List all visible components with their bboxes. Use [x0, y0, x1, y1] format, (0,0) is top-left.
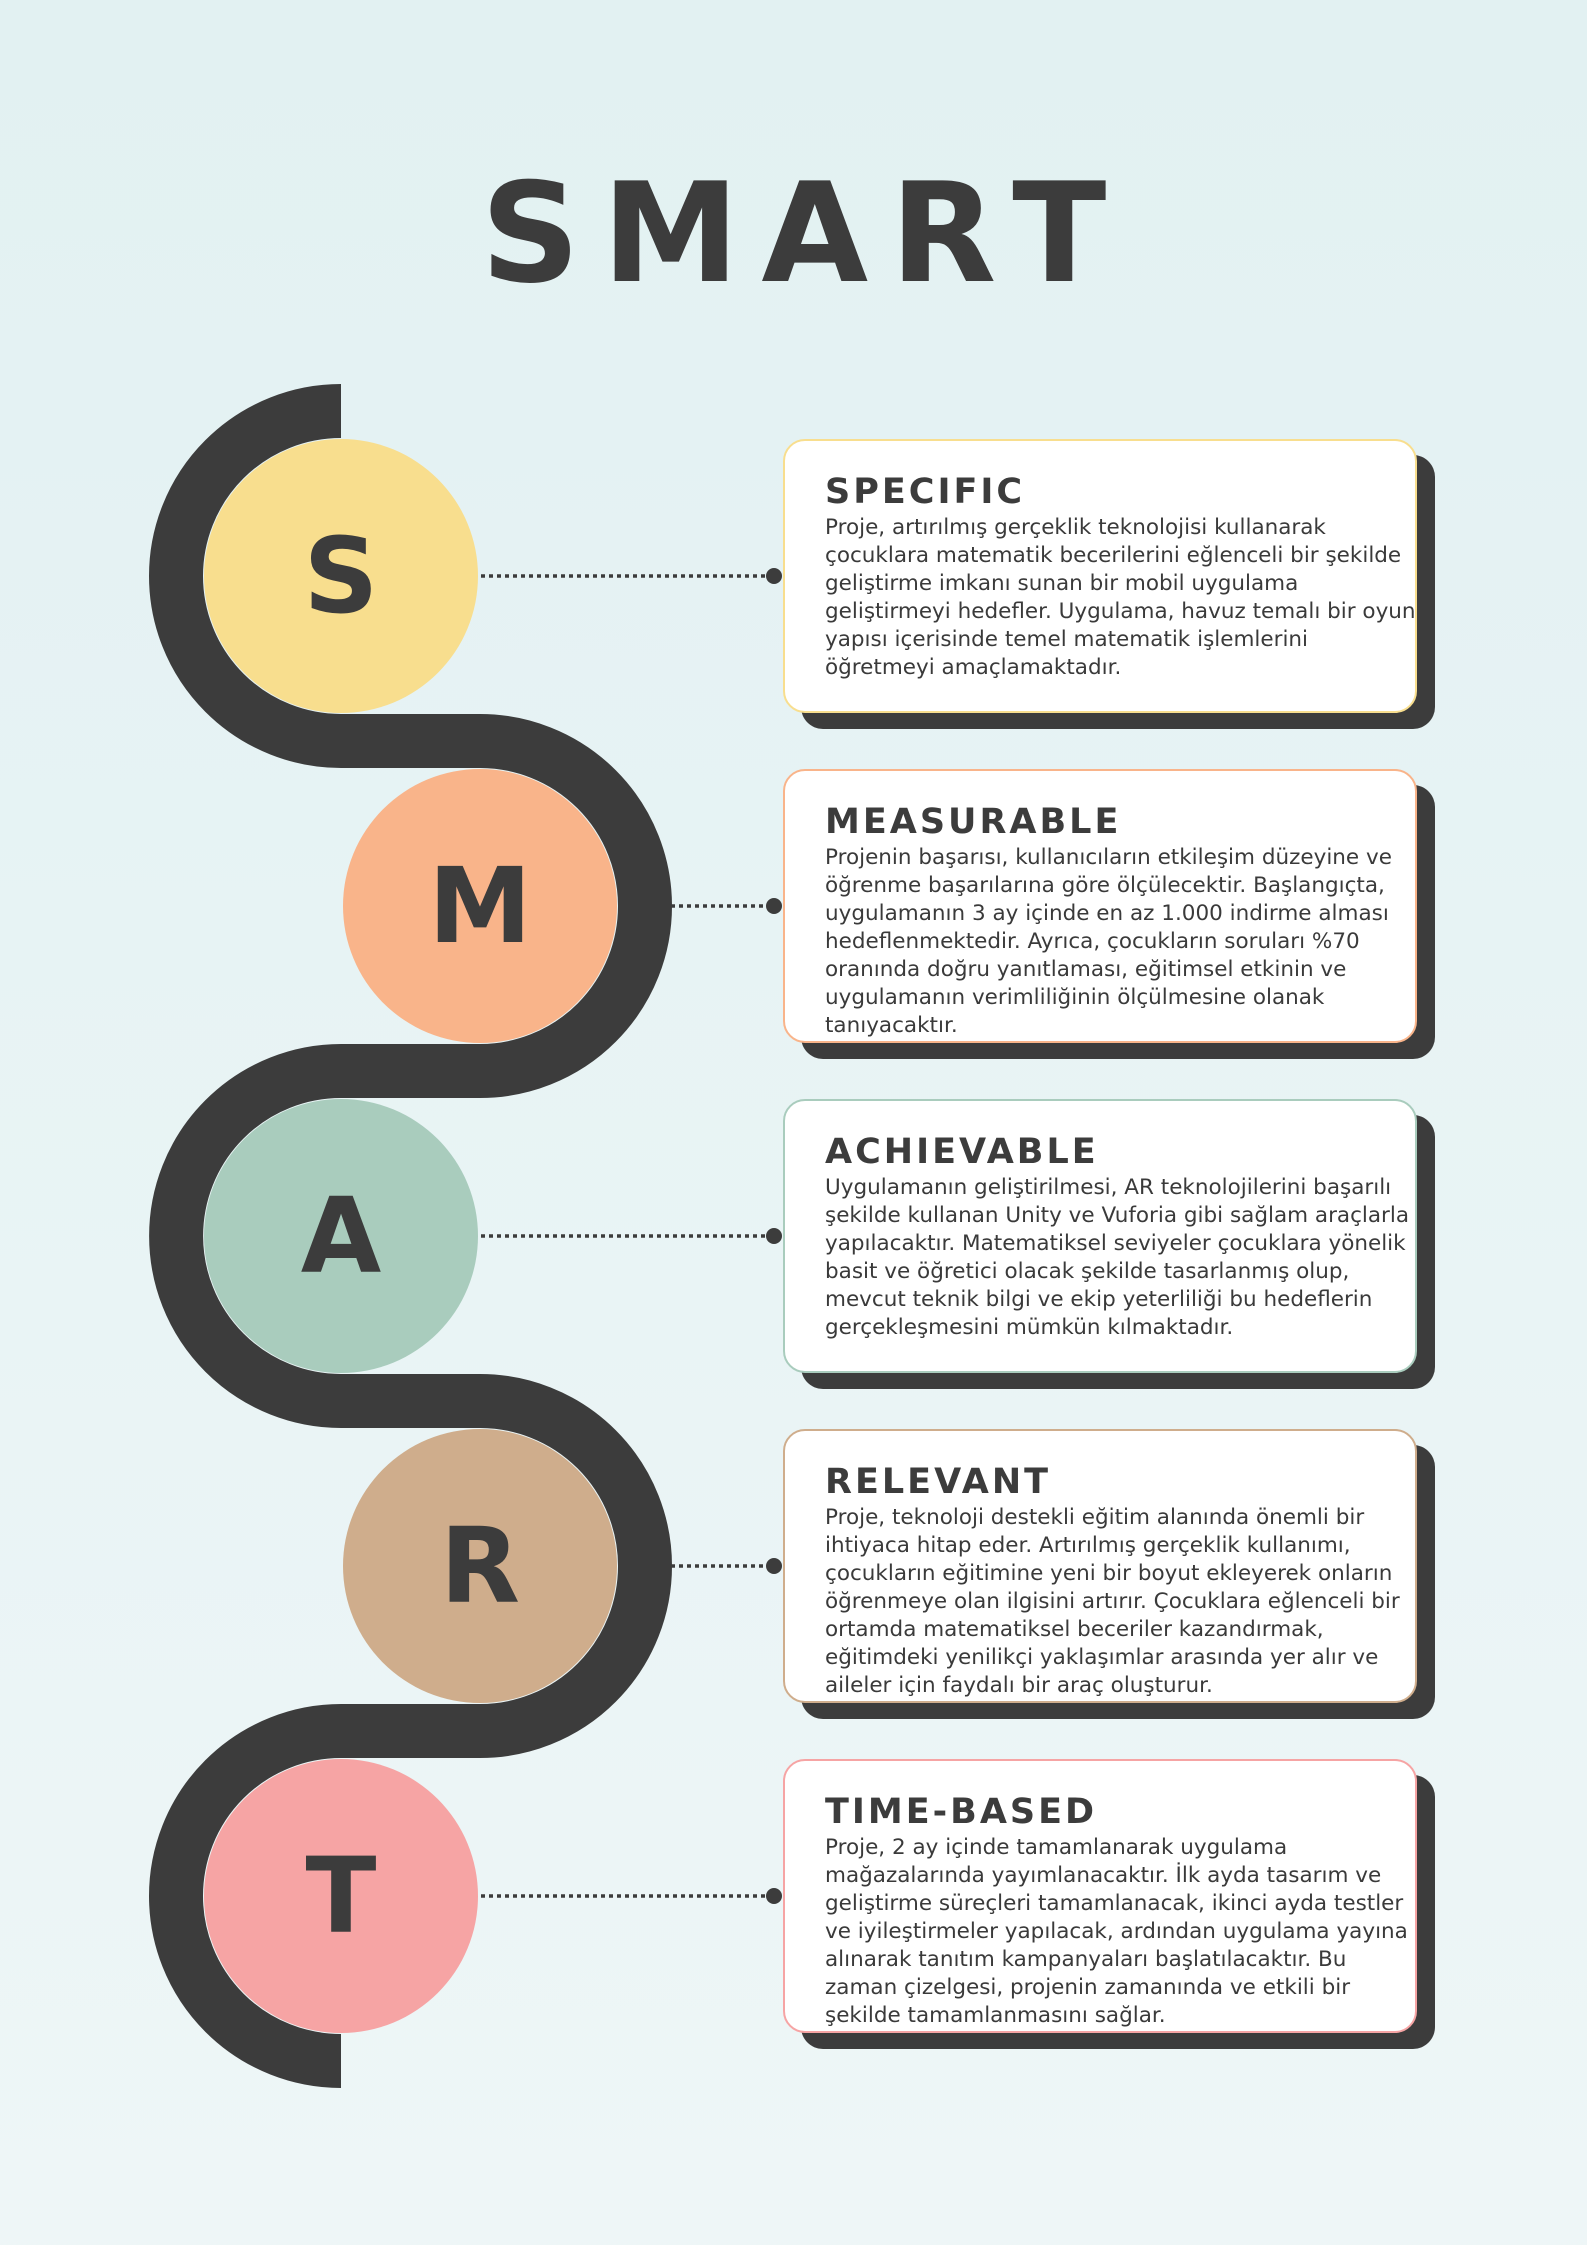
card-body: Proje, 2 ay içinde tamamlanarak uygulama… — [825, 1835, 1408, 2028]
circle-letter: M — [428, 845, 532, 967]
circle-t: T — [204, 1759, 478, 2033]
card-heading: RELEVANT — [825, 1462, 1052, 1502]
circle-letter: A — [300, 1175, 382, 1297]
circle-r: R — [343, 1429, 617, 1703]
card-heading: SPECIFIC — [825, 472, 1026, 512]
connector-achievable — [481, 1228, 782, 1244]
connector-time-based — [481, 1888, 782, 1904]
card-heading: ACHIEVABLE — [825, 1132, 1099, 1172]
page-title: SMART — [480, 153, 1129, 314]
circle-letter: T — [305, 1835, 377, 1957]
card-specific: SPECIFIC Proje, artırılmış gerçeklik tek… — [783, 439, 1417, 713]
circle-a: A — [204, 1099, 478, 1373]
card-heading: TIME-BASED — [825, 1792, 1098, 1832]
card-measurable: MEASURABLE Projenin başarısı, kullanıcıl… — [783, 769, 1417, 1043]
card-body: Uygulamanın geliştirilmesi, AR teknoloji… — [825, 1175, 1410, 1340]
card-body: Proje, teknoloji destekli eğitim alanınd… — [825, 1505, 1400, 1698]
card-achievable: ACHIEVABLE Uygulamanın geliştirilmesi, A… — [783, 1099, 1417, 1373]
circle-letter: S — [303, 515, 379, 637]
connector-relevant — [671, 1558, 782, 1574]
circle-s: S — [204, 439, 478, 713]
circle-m: M — [343, 769, 617, 1043]
circle-letter: R — [439, 1505, 521, 1627]
card-relevant: RELEVANT Proje, teknoloji destekli eğiti… — [783, 1429, 1417, 1703]
snake-path — [149, 384, 672, 2088]
card-body: Proje, artırılmış gerçeklik teknolojisi … — [825, 515, 1416, 680]
card-body: Projenin başarısı, kullanıcıların etkile… — [825, 845, 1392, 1038]
card-time-based: TIME-BASED Proje, 2 ay içinde tamamlanar… — [783, 1759, 1417, 2033]
connector-specific — [481, 568, 782, 584]
card-heading: MEASURABLE — [825, 802, 1122, 842]
connector-measurable — [671, 898, 782, 914]
